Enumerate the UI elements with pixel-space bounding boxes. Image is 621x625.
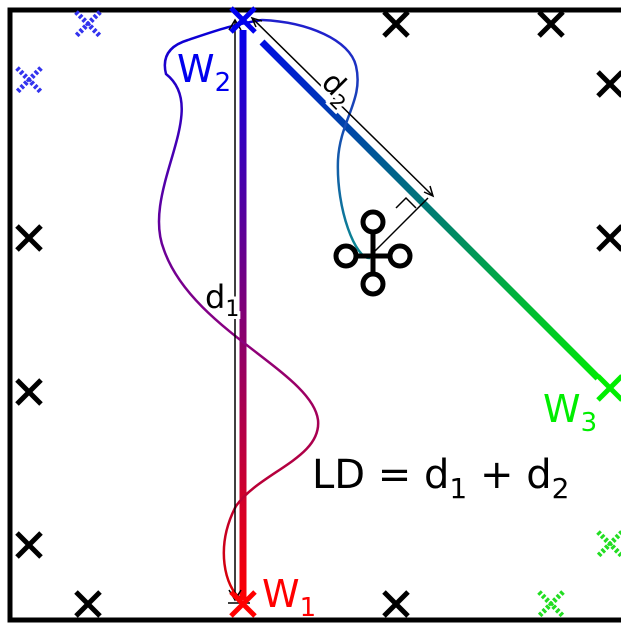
x-marker (15, 378, 43, 406)
label-w3: W3 (543, 387, 597, 438)
x-marker (596, 224, 621, 252)
quadcopter-icon (333, 209, 413, 297)
x-marker (537, 10, 565, 38)
waypoint-w2-marker (229, 6, 257, 34)
x-marker (382, 590, 410, 618)
x-marker (382, 10, 410, 38)
ghost-marker-blue-left (15, 66, 43, 94)
x-marker (596, 70, 621, 98)
marker-grid (15, 10, 621, 618)
x-marker (15, 224, 43, 252)
segment-w2-w3 (259, 39, 601, 381)
label-d1: d1 (205, 278, 239, 322)
waypoint-w3-marker (596, 374, 621, 402)
x-marker (74, 590, 102, 618)
flown-trajectory-loop (261, 18, 371, 260)
label-w1: W1 (262, 572, 316, 623)
frame-border (7, 7, 621, 623)
d2-dimension (250, 16, 435, 257)
formula-ld: LD = d1 + d2 (312, 452, 569, 505)
label-w2: W2 (177, 47, 231, 98)
flown-trajectory (157, 18, 320, 600)
ghost-marker-green-right (596, 530, 621, 558)
ghost-marker-green-bottom (537, 590, 565, 618)
x-marker (15, 531, 43, 559)
ghost-marker-blue-top (74, 10, 102, 38)
waypoint-w1-marker (229, 590, 257, 618)
